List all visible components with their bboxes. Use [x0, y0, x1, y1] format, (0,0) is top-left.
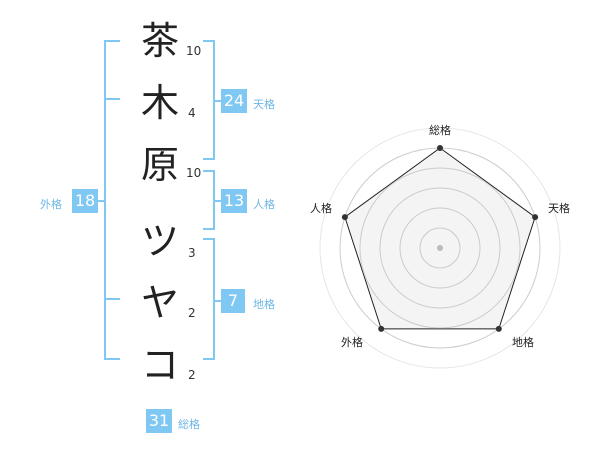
radar-point — [437, 145, 443, 151]
radar-axis-label-tenkaku: 天格 — [548, 201, 570, 215]
gaikaku-bracket — [104, 40, 120, 360]
stroke-count-4: 3 — [188, 246, 196, 260]
radar-point — [495, 325, 502, 332]
soukaku-value-badge: 31 — [146, 409, 172, 433]
gaikaku-connector — [96, 200, 105, 202]
jinkaku-connector — [215, 200, 221, 202]
tenkaku-bracket — [203, 40, 215, 160]
stroke-count-6: 2 — [188, 368, 196, 382]
jinkaku-label: 人格 — [253, 198, 275, 211]
chikaku-bracket — [203, 238, 215, 360]
name-char-5: ヤ — [140, 281, 179, 325]
radar-axis-labels: 総格 天格 地格 外格 人格 — [310, 123, 570, 349]
soukaku-label: 総格 — [178, 418, 200, 431]
tenkaku-value-badge: 24 — [221, 89, 247, 113]
radar-points — [341, 145, 539, 332]
stroke-count-3: 10 — [186, 166, 202, 180]
gaikaku-bracket-tick — [106, 98, 120, 100]
jinkaku-bracket — [203, 170, 215, 230]
radar-point — [532, 214, 539, 221]
radar-center-dot — [437, 245, 443, 251]
radar-axis-label-gaikaku: 外格 — [341, 335, 363, 349]
radar-axis-label-chikaku: 地格 — [512, 335, 534, 349]
stroke-count-1: 10 — [186, 44, 202, 58]
chikaku-label: 地格 — [253, 298, 275, 311]
radar-grid-ring-inner — [419, 227, 461, 269]
radar-grid-ring-inner — [359, 167, 521, 329]
name-char-2: 木 — [140, 81, 179, 125]
gaikaku-bracket-tick — [106, 298, 120, 300]
radar-axis-label-soukaku: 総格 — [429, 123, 451, 137]
gaikaku-value-badge: 18 — [72, 189, 98, 213]
radar-point — [378, 325, 385, 332]
radar-polygon — [344, 147, 536, 330]
stroke-count-2: 4 — [188, 106, 196, 120]
name-char-3: 原 — [140, 143, 179, 187]
jinkaku-value-badge: 13 — [221, 189, 247, 213]
radar-point — [341, 214, 348, 221]
radar-grid-ring — [319, 127, 561, 369]
chikaku-value-badge: 7 — [221, 289, 245, 313]
chikaku-connector — [215, 300, 221, 302]
stroke-count-5: 2 — [188, 306, 196, 320]
name-char-6: コ — [140, 343, 179, 387]
radar-grid-ring-inner — [379, 187, 501, 309]
name-char-4: ツ — [140, 219, 179, 263]
name-char-1: 茶 — [140, 19, 179, 63]
tenkaku-label: 天格 — [253, 98, 275, 111]
radar-grid-ring-inner — [399, 207, 481, 289]
radar-axis-label-jinkaku: 人格 — [310, 201, 332, 215]
gaikaku-label: 外格 — [40, 198, 62, 211]
tenkaku-connector — [215, 100, 221, 102]
